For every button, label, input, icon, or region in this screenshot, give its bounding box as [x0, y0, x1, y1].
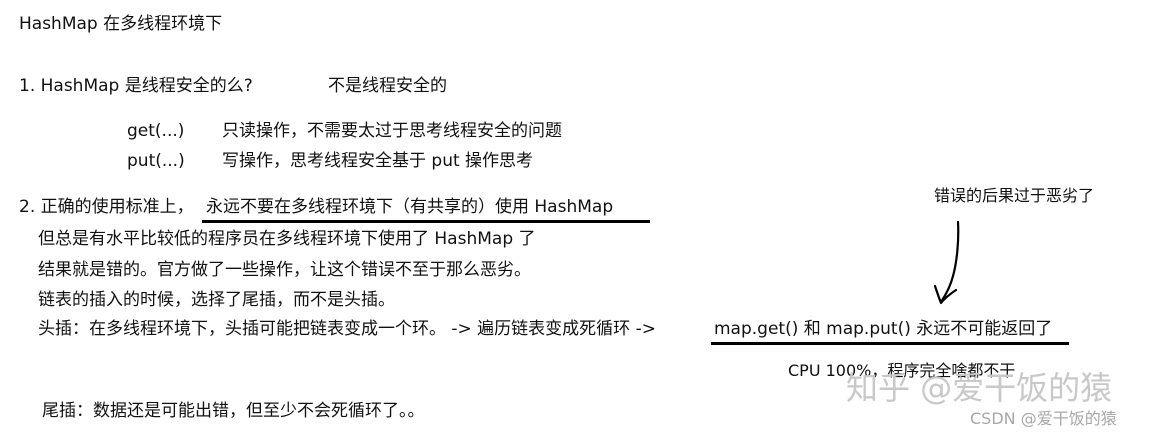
consequence-note: 错误的后果过于恶劣了 — [934, 186, 1095, 205]
tail-insert-text: 尾插：数据还是可能出错，但至少不会死循环了。。 — [42, 401, 425, 421]
question-1-label: 1. HashMap 是线程安全的么? — [19, 76, 253, 96]
cpu-note: CPU 100%，程序完全啥都不干 — [788, 361, 1016, 380]
question-2-line-2: 结果就是错的。官方做了一些操作，让这个错误不至于那么恶劣。 — [38, 260, 531, 280]
put-method-label: put(...) — [127, 151, 185, 171]
question-2-line-1: 但总是有水平比较低的程序员在多线程环境下使用了 HashMap 了 — [38, 229, 536, 249]
question-2-line-3: 链表的插入的时候，选择了尾插，而不是头插。 — [38, 290, 395, 310]
question-1-answer: 不是线程安全的 — [328, 76, 447, 96]
down-arrow-icon — [933, 220, 960, 305]
get-method-label: get(...) — [127, 121, 185, 141]
head-insert-emphasis: map.get() 和 map.put() 永远不可能返回了 — [714, 319, 1053, 339]
page-title: HashMap 在多线程环境下 — [19, 14, 223, 34]
zhihu-watermark: 知乎 @爱干饭的猿 — [846, 369, 1113, 407]
get-method-desc: 只读操作，不需要太过于思考线程安全的问题 — [222, 121, 562, 141]
question-2-prefix: 2. 正确的使用标准上， — [19, 197, 194, 217]
question-2-underline — [202, 220, 650, 223]
put-method-desc: 写操作，思考线程安全基于 put 操作思考 — [222, 151, 534, 171]
question-2-emphasis: 永远不要在多线程环境下（有共享的）使用 HashMap — [206, 197, 614, 217]
head-insert-text: 头插：在多线程环境下，头插可能把链表变成一个环。 -> 遍历链表变成死循环 -> — [38, 319, 656, 339]
head-insert-underline — [711, 342, 1069, 345]
csdn-watermark: CSDN @爱干饭的猿 — [970, 409, 1117, 428]
